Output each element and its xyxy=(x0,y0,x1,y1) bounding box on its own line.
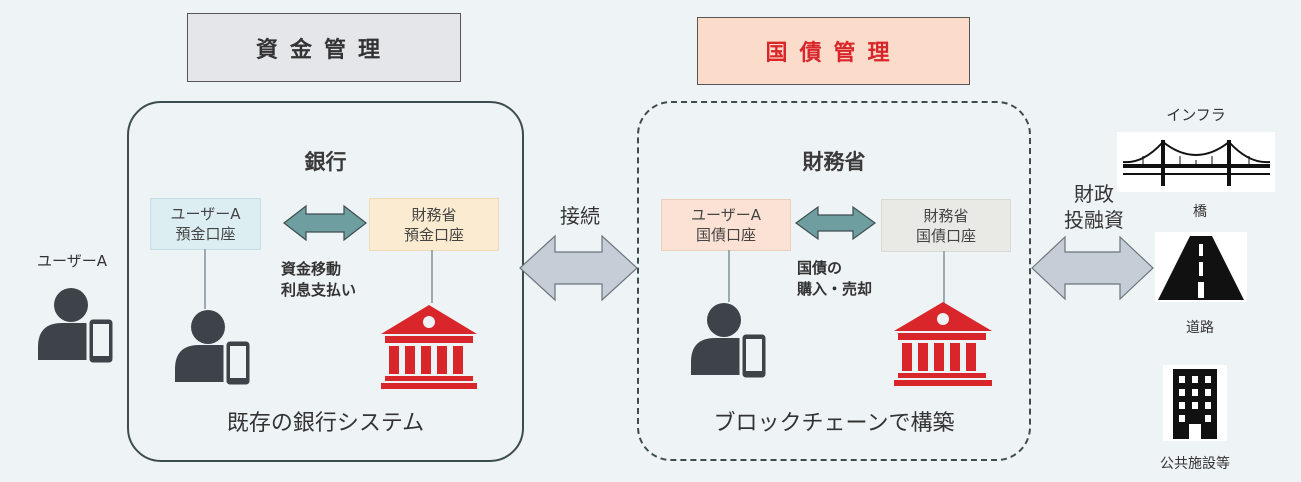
account-owner: ユーザーA xyxy=(170,205,241,223)
bridge-icon xyxy=(1122,140,1271,186)
mof-user-jgb-account: ユーザーA 国債口座 xyxy=(661,199,791,251)
mof-user-person-icon xyxy=(691,303,769,381)
bank-user-connector xyxy=(204,249,206,309)
fiscal-investment-arrow xyxy=(1031,235,1154,301)
mof-title: 財務省 xyxy=(802,150,866,174)
bank-panel xyxy=(127,101,524,462)
fund-flow-label: 資金移動 利息支払い xyxy=(281,259,371,301)
fund-management-header: 資金管理 xyxy=(187,13,461,82)
fiscal-line: 財政 xyxy=(1074,182,1114,206)
fiscal-line: 投融資 xyxy=(1064,208,1124,232)
jgb-trade-arrow xyxy=(794,205,877,241)
fiscal-investment-label: 財政 投融資 xyxy=(1044,181,1144,233)
mof-user-connector xyxy=(728,250,730,302)
jgb-flow-label: 国債の 購入・売却 xyxy=(797,258,897,300)
account-type: 国債口座 xyxy=(695,226,756,244)
bank-title: 銀行 xyxy=(304,150,347,174)
account-type: 預金口座 xyxy=(175,225,236,243)
bank-mof-connector xyxy=(431,250,433,303)
account-owner: 財務省 xyxy=(923,206,969,225)
fund-flow-line: 利息支払い xyxy=(281,281,357,299)
account-type: 国債口座 xyxy=(915,226,976,245)
public-building-icon xyxy=(1173,369,1217,439)
jgb-management-header: 国債管理 xyxy=(697,17,970,85)
infra-public-facility-label: 公共施設等 xyxy=(1160,456,1230,472)
connection-arrow xyxy=(519,234,638,302)
bank-user-person-icon xyxy=(175,310,253,388)
mof-panel xyxy=(637,101,1031,461)
bank-building-icon xyxy=(381,305,477,389)
mof-mof-connector xyxy=(943,251,945,303)
road-icon xyxy=(1158,236,1244,300)
jgb-flow-line: 国債の xyxy=(797,259,843,277)
bank-mof-deposit-account: 財務省 預金口座 xyxy=(369,198,499,251)
infra-bridge-label: 橋 xyxy=(1193,204,1207,220)
jgb-flow-line: 購入・売却 xyxy=(797,280,873,298)
account-owner: 財務省 xyxy=(411,205,457,224)
outside-user-person-icon xyxy=(38,288,116,366)
fund-transfer-arrow xyxy=(283,204,367,242)
outside-user-label: ユーザーA xyxy=(37,252,107,270)
bank-user-deposit-account: ユーザーA 預金口座 xyxy=(150,198,261,250)
infra-road-label: 道路 xyxy=(1186,320,1214,336)
mof-building-icon xyxy=(894,302,992,386)
fund-flow-line: 資金移動 xyxy=(281,260,342,278)
mof-footer: ブロックチェーンで構築 xyxy=(713,411,955,436)
account-owner: ユーザーA xyxy=(691,206,761,224)
infra-title: インフラ xyxy=(1166,106,1226,124)
bank-footer: 既存の銀行システム xyxy=(226,411,425,436)
account-type: 預金口座 xyxy=(403,225,464,244)
mof-mof-jgb-account: 財務省 国債口座 xyxy=(881,199,1011,252)
connection-label: 接続 xyxy=(560,204,600,228)
